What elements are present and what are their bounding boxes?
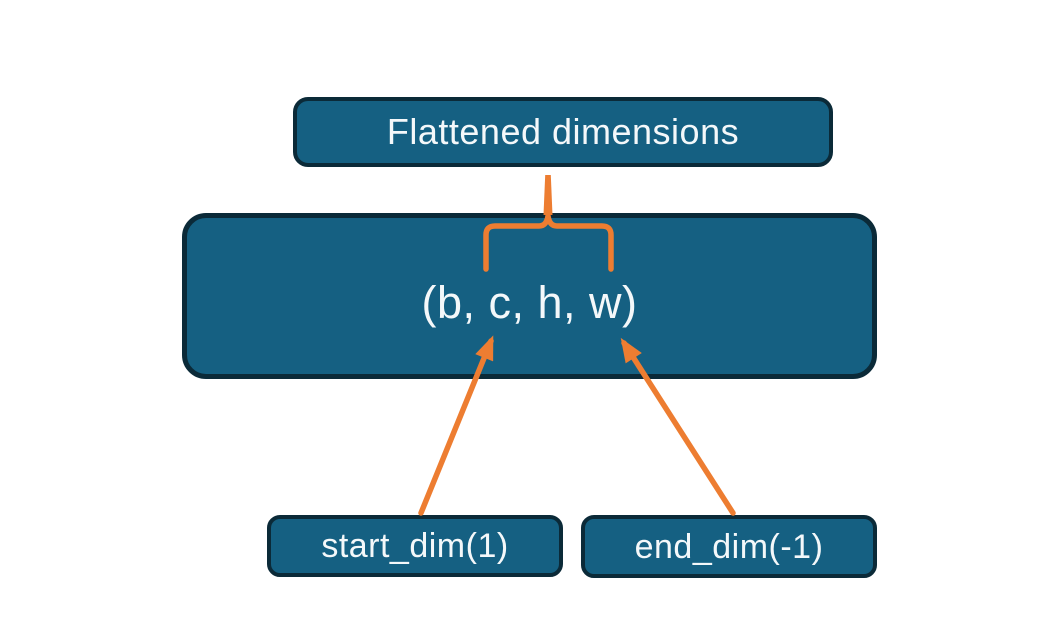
end-dim-label: end_dim(-1) [634,527,824,566]
tensor-shape-label: (b, c, h, w) [421,276,638,328]
start-dim-label: start_dim(1) [321,527,509,565]
end-dim-box: end_dim(-1) [581,515,877,578]
brace-stem-connector [543,175,553,215]
flattened-dimensions-label: Flattened dimensions [386,111,740,152]
flattened-dimensions-box: Flattened dimensions [293,97,833,167]
tensor-shape-box: (b, c, h, w) [182,213,877,379]
start-dim-box: start_dim(1) [267,515,563,577]
